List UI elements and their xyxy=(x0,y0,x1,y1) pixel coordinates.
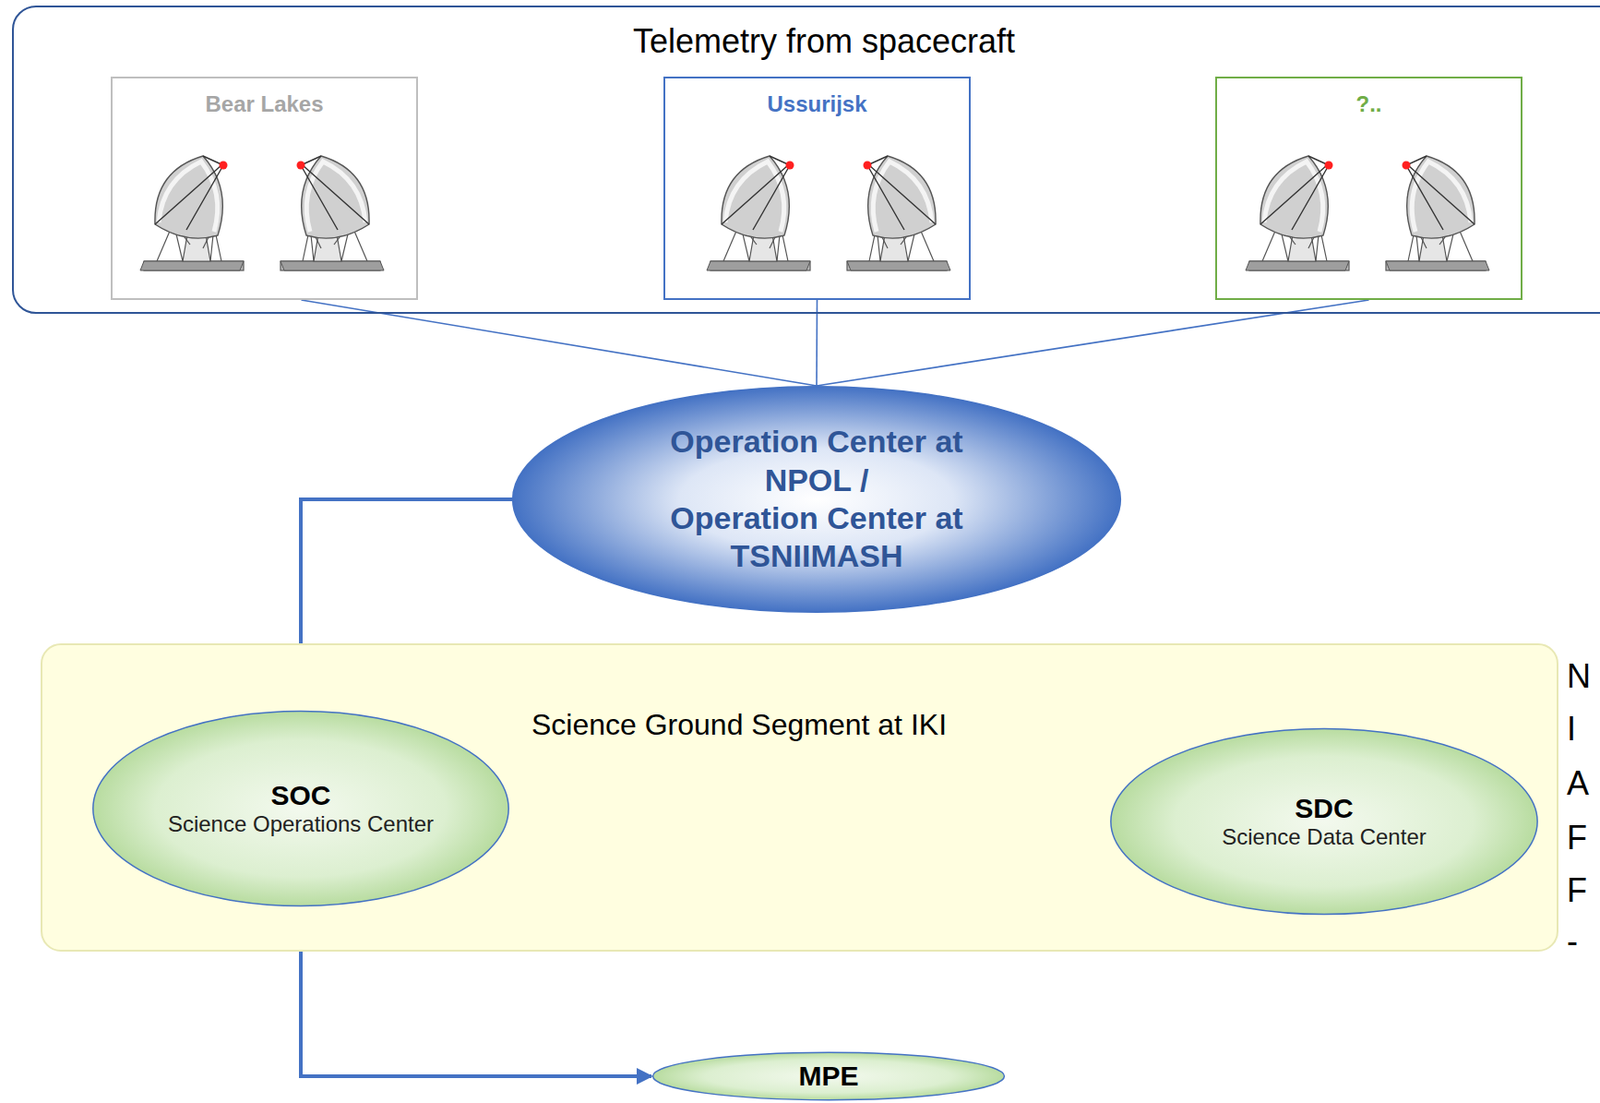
center-ellipse: Operation Center at NPOL /Operation Cent… xyxy=(510,384,1123,614)
node-text: Operation Center at NPOL / xyxy=(632,422,1002,500)
center-ellipse: SOCScience Operations Center xyxy=(91,709,511,908)
node-text: MPE xyxy=(798,1060,859,1092)
segment-band: Science Ground Segment at IKISOCScience … xyxy=(40,643,1559,952)
edge-letter: - xyxy=(1566,921,1578,961)
edge-letter: F xyxy=(1566,871,1588,910)
node-text: SDC xyxy=(1294,792,1353,824)
edge-letter: A xyxy=(1566,764,1589,803)
antenna-pair xyxy=(140,155,384,271)
station-box: Bear Lakes xyxy=(110,76,418,300)
edge-letter: I xyxy=(1566,709,1577,749)
edge-letter: N xyxy=(1566,656,1591,696)
station-box: ?.. xyxy=(1215,76,1523,300)
ellipse-shape xyxy=(510,384,1123,614)
node-text: Ussurijsk xyxy=(665,78,969,118)
node-text: Operation Center at TSNIIMASH xyxy=(632,499,1002,576)
node-text: Science Data Center xyxy=(1221,823,1426,851)
antenna-pair xyxy=(1245,155,1490,271)
node-text: SOC xyxy=(270,779,331,812)
node-text: ?.. xyxy=(1217,78,1521,118)
station-box: Ussurijsk xyxy=(663,76,971,300)
node-text: Science Operations Center xyxy=(167,811,434,838)
antenna-pair xyxy=(706,155,951,271)
center-ellipse: MPE xyxy=(651,1051,1006,1100)
edge-letter: F xyxy=(1566,818,1588,858)
node-text: Telemetry from spacecraft xyxy=(13,7,1600,61)
group-box: Telemetry from spacecraftBear Lakes Ussur… xyxy=(11,5,1600,314)
center-ellipse: SDCScience Data Center xyxy=(1109,727,1540,916)
node-text: Bear Lakes xyxy=(112,78,417,118)
